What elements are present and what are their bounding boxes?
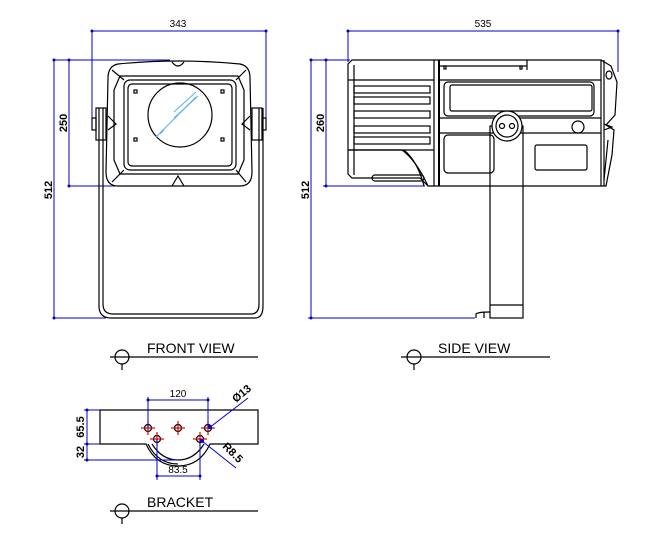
bracket-upper-height-label: 65.5 xyxy=(75,416,87,437)
front-view-title: FRONT VIEW xyxy=(110,340,258,370)
front-total-height-dimension: 512 xyxy=(43,58,106,320)
front-view: 343 250 512 xyxy=(43,19,268,370)
front-view-label: FRONT VIEW xyxy=(147,340,235,356)
bracket-hole-spacing-dimension: 120 xyxy=(146,389,210,428)
front-total-height-label: 512 xyxy=(43,181,55,199)
side-length-dimension: 535 xyxy=(346,19,620,72)
bracket-view: 120 Ø13 R8.5 83.5 xyxy=(75,383,259,524)
side-head-height-dimension: 260 xyxy=(311,58,425,188)
front-head-height-label: 250 xyxy=(58,114,70,132)
bracket-hole-diameter-dimension: Ø13 xyxy=(208,383,254,429)
front-head-height-dimension: 250 xyxy=(58,58,170,188)
bracket-hole-diameter-label: Ø13 xyxy=(230,383,254,406)
side-stand xyxy=(475,110,524,319)
front-lens xyxy=(147,82,213,148)
front-bracket xyxy=(91,107,267,319)
bracket-label: BRACKET xyxy=(147,494,214,510)
front-head xyxy=(105,60,253,187)
side-view-title: SIDE VIEW xyxy=(401,340,550,370)
bracket-height-dimensions: 65.5 32 xyxy=(75,408,178,462)
bracket-lower-spacing-dimension: 83.5 xyxy=(155,439,202,480)
side-view: 535 260 512 xyxy=(300,19,620,370)
side-head-height-label: 260 xyxy=(315,114,327,132)
bracket-radius-dimension: R8.5 xyxy=(200,439,245,469)
side-total-height-dimension: 512 xyxy=(300,58,475,320)
bracket-lower-spacing-label: 83.5 xyxy=(168,465,188,476)
bracket-title: BRACKET xyxy=(110,494,258,524)
side-head xyxy=(347,59,618,187)
bracket-hole-spacing-label: 120 xyxy=(170,389,187,400)
side-length-label: 535 xyxy=(475,19,492,30)
bracket-lower-height-label: 32 xyxy=(75,446,87,458)
front-width-label: 343 xyxy=(170,19,187,30)
front-width-dimension: 343 xyxy=(90,19,268,120)
side-view-label: SIDE VIEW xyxy=(438,340,511,356)
side-total-height-label: 512 xyxy=(300,181,312,199)
